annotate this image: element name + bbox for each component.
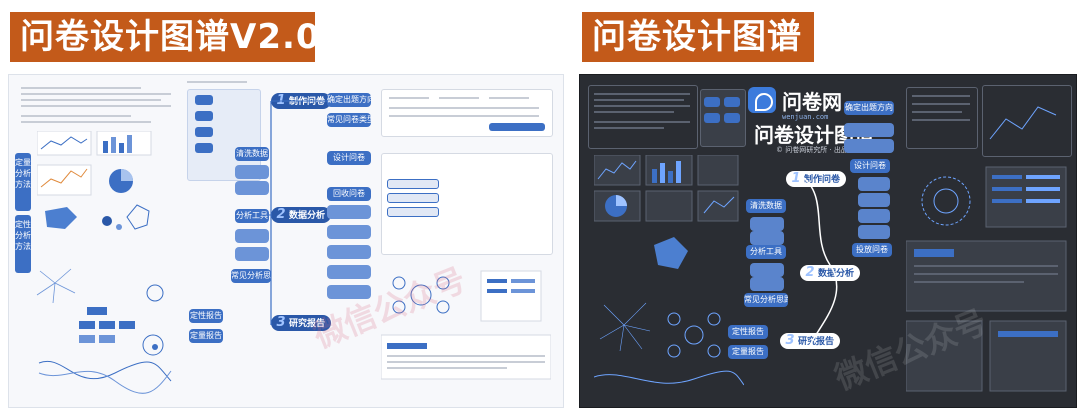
node-design-survey: 设计问卷 bbox=[850, 159, 890, 173]
node-common-analysis: 常见分析思路 bbox=[744, 293, 788, 307]
brand-logo-icon bbox=[748, 87, 776, 113]
node-quantitative-report: 定量报告 bbox=[728, 345, 768, 359]
node-quantitative-report: 定量报告 bbox=[189, 329, 223, 343]
node-clean-data: 清洗数据 bbox=[235, 147, 269, 161]
node-clean-data: 清洗数据 bbox=[746, 199, 786, 213]
node-common-analysis: 常见分析思路 bbox=[231, 269, 271, 283]
node-define-direction: 确定出题方向 bbox=[327, 93, 371, 107]
detail-panel-2 bbox=[982, 85, 1072, 157]
chart-thumbnails bbox=[594, 155, 744, 386]
node-define-direction: 确定出题方向 bbox=[844, 101, 894, 115]
diagram-thumbnails bbox=[36, 268, 172, 394]
node-design-survey: 设计问卷 bbox=[327, 151, 371, 165]
node-qualitative-report: 定性报告 bbox=[728, 325, 768, 339]
brand-logo-text: 问卷网 bbox=[782, 89, 842, 114]
node-distribute-survey: 投放问卷 bbox=[852, 243, 892, 257]
node-collect-survey: 回收问卷 bbox=[327, 187, 371, 201]
node-analysis-tools: 分析工具 bbox=[235, 209, 269, 223]
node-qualitative-report: 定性报告 bbox=[189, 309, 223, 323]
poster-credit: © 问卷网研究所 · 出品 bbox=[776, 146, 848, 154]
analysis-diagrams bbox=[381, 270, 551, 380]
brand-logo: 问卷网 wenjuan.com bbox=[748, 83, 878, 121]
side-bar-quant-methods: 定量分析方法 bbox=[15, 153, 31, 211]
detail-panel-2 bbox=[381, 153, 553, 255]
side-bar-qual-methods: 定性分析方法 bbox=[15, 215, 31, 273]
chart-thumbnails bbox=[37, 131, 152, 230]
banner-title-v1: 问卷设计图谱 bbox=[582, 12, 814, 62]
intro-text-panel bbox=[588, 85, 698, 149]
connector-lines bbox=[799, 174, 838, 346]
detail-panel-1 bbox=[906, 87, 978, 149]
analysis-diagrams bbox=[906, 166, 1067, 392]
node-analysis-tools: 分析工具 bbox=[746, 245, 786, 259]
brand-logo-domain: wenjuan.com bbox=[782, 113, 829, 121]
connector-lines bbox=[259, 100, 327, 325]
banner-title-v2: 问卷设计图谱V2.0 bbox=[10, 12, 320, 62]
node-survey-types: 常见问卷类型 bbox=[327, 113, 371, 127]
